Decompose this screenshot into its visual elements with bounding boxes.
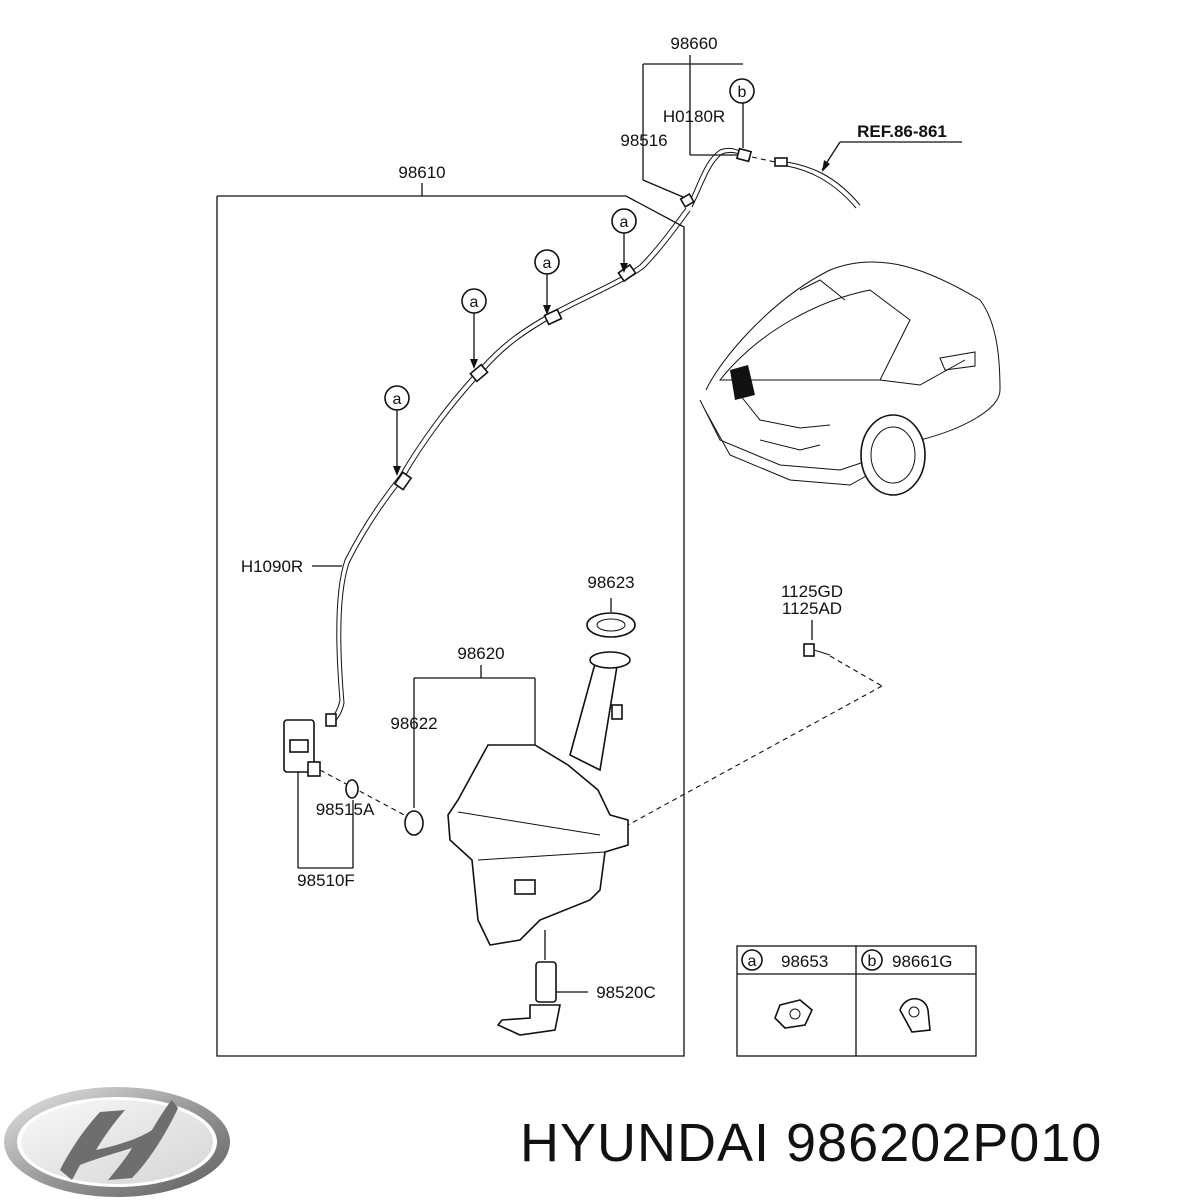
label-98620: 98620 (457, 644, 504, 663)
label-98515a: 98515A (316, 800, 375, 819)
callout-a-3: a (470, 294, 479, 311)
label-h1090r: H1090R (241, 557, 303, 576)
label-1125gd: 1125GD (781, 582, 843, 601)
legend-b-part: 98661G (892, 952, 953, 971)
clip-a-icon (774, 999, 813, 1029)
washer-hose-main (329, 207, 691, 724)
label-98520c: 98520C (596, 983, 656, 1002)
callout-b: b (738, 84, 747, 101)
pump-dash (319, 769, 411, 819)
label-98660: 98660 (670, 34, 717, 53)
callout-a-2: a (543, 255, 552, 272)
label-1125ad: 1125AD (782, 599, 842, 618)
clip-b-icon (899, 997, 931, 1033)
grommet-98515a (345, 779, 359, 799)
ref-leader (821, 141, 962, 172)
label-h0180r: H0180R (663, 107, 725, 126)
mounting-bolt (627, 620, 883, 826)
reservoir-bracket (414, 665, 536, 745)
callout-a-1: a (620, 214, 629, 231)
legend-a-part: 98653 (781, 952, 828, 971)
clip-callouts: a a a a b (384, 78, 755, 476)
main-assembly-frame (216, 183, 685, 1057)
label-98516: 98516 (620, 131, 667, 150)
vehicle-illustration (699, 261, 1001, 496)
legend-b-mark: b (868, 953, 877, 970)
hose-clips (393, 263, 637, 491)
label-98610: 98610 (398, 163, 445, 182)
label-98510f: 98510F (297, 871, 355, 890)
nozzle-callout-lines (642, 55, 744, 201)
washer-pump (283, 713, 354, 869)
clip-legend-table: a 98653 b 98661G (736, 945, 977, 1057)
label-ref: REF.86-861 (857, 122, 947, 141)
nozzle-hose (679, 147, 861, 209)
label-98622: 98622 (390, 714, 437, 733)
legend-a-mark: a (748, 953, 757, 970)
callout-a-4: a (393, 391, 402, 408)
grommet-98622 (404, 810, 424, 836)
level-sensor (496, 961, 588, 1036)
label-98623: 98623 (587, 573, 634, 592)
hyundai-logo-icon (4, 1087, 230, 1197)
washer-reservoir (447, 598, 636, 960)
brand-part-number-title: HYUNDAI 986202P010 (520, 1113, 1103, 1173)
